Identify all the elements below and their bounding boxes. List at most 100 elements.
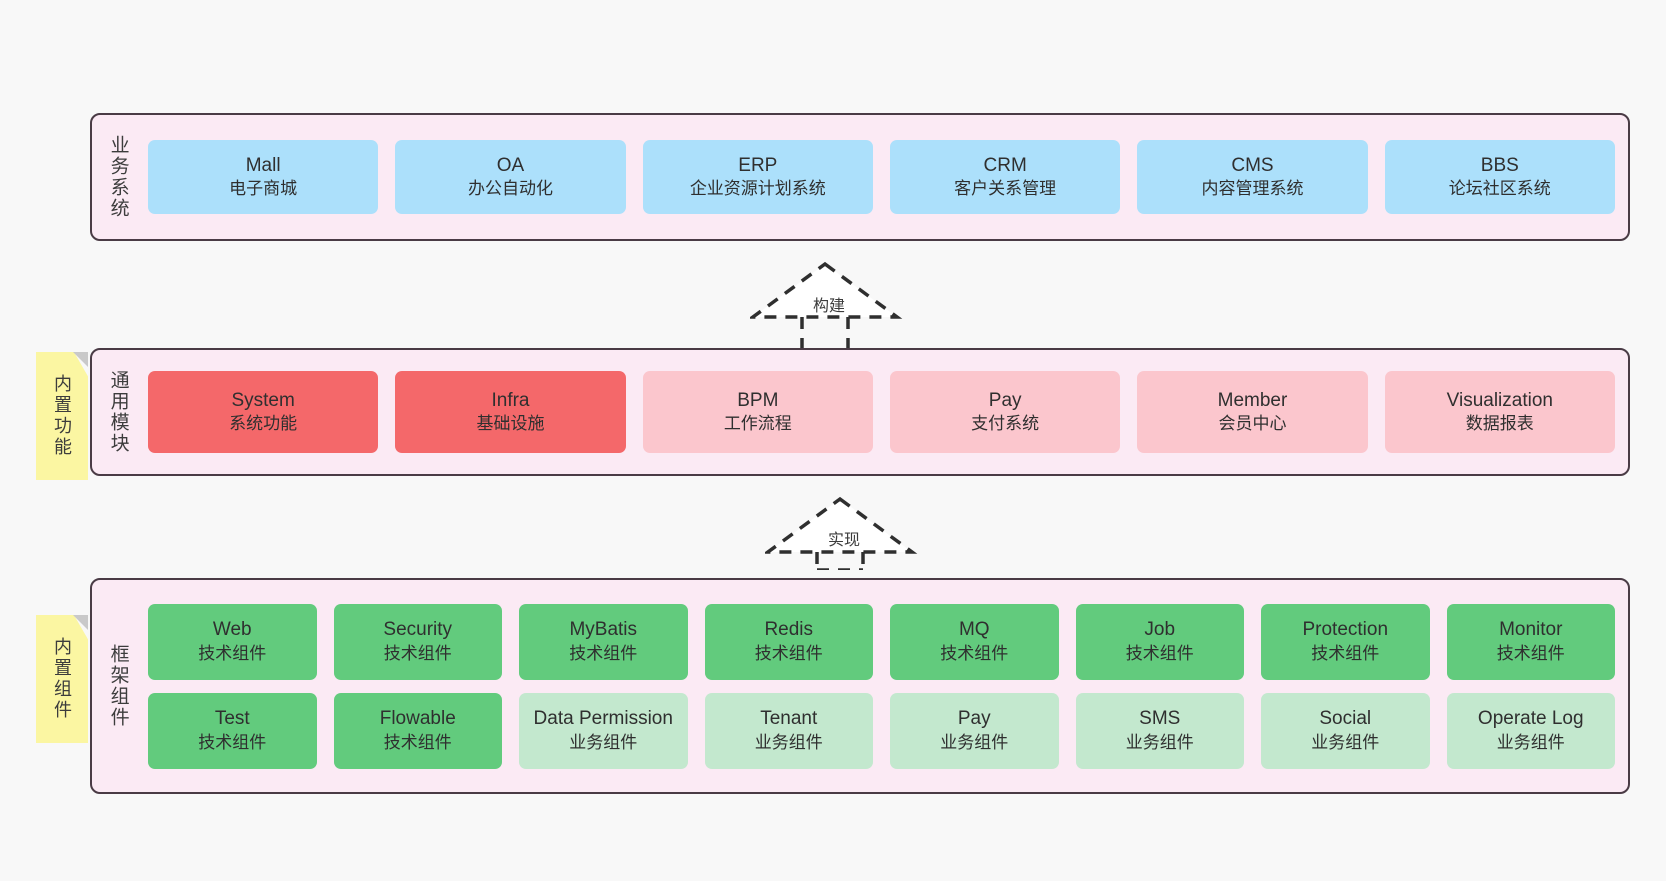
card-subtitle: 业务组件 [1311, 732, 1380, 752]
card-title: Social [1319, 708, 1372, 730]
card-subtitle: 业务组件 [754, 732, 823, 752]
card-protection[interactable]: Protection 技术组件 [1261, 603, 1430, 680]
card-subtitle: 办公自动化 [467, 179, 553, 199]
card-erp[interactable]: ERP 企业资源计划系统 [642, 140, 873, 214]
card-title: CMS [1231, 154, 1274, 176]
card-social[interactable]: Social 业务组件 [1261, 692, 1430, 769]
card-title: MyBatis [569, 619, 638, 641]
layer-title-common-module: 通用模块 [107, 370, 129, 454]
card-title: Pay [988, 389, 1022, 411]
card-title: CRM [983, 154, 1027, 176]
card-subtitle: 基础设施 [476, 414, 545, 434]
card-sms[interactable]: SMS 业务组件 [1075, 692, 1244, 769]
sticky-note-builtin-component-wrap: 内置组件 [36, 615, 88, 743]
card-subtitle: 会员中心 [1218, 414, 1287, 434]
card-subtitle: 技术组件 [1125, 643, 1194, 663]
card-subtitle: 技术组件 [383, 732, 452, 752]
card-oa[interactable]: OA 办公自动化 [395, 140, 626, 214]
card-title: BPM [737, 389, 779, 411]
card-title: Tenant [760, 708, 818, 730]
layer-common-module: 通用模块 System 系统功能 Infra 基础设施 BPM 工作流程 Pay… [90, 348, 1630, 476]
card-row: Web 技术组件 Security 技术组件 MyBatis 技术组件 Redi… [148, 603, 1615, 680]
sticky-note-builtin-feature: 内置功能 [36, 352, 88, 480]
card-web[interactable]: Web 技术组件 [148, 603, 317, 680]
layer-title-framework-component: 框架组件 [107, 644, 129, 728]
card-tenant[interactable]: Tenant 业务组件 [704, 692, 873, 769]
card-title: Security [383, 619, 453, 641]
card-pay[interactable]: Pay 支付系统 [889, 371, 1121, 453]
card-subtitle: 业务组件 [569, 732, 638, 752]
card-title: Job [1144, 619, 1176, 641]
card-title: Flowable [379, 708, 456, 730]
sticky-note-builtin-feature-wrap: 内置功能 [36, 352, 88, 480]
card-title: Data Permission [533, 708, 673, 730]
card-row: Mall 电子商城 OA 办公自动化 ERP 企业资源计划系统 CRM 客户关系… [148, 140, 1615, 214]
card-subtitle: 企业资源计划系统 [689, 179, 826, 199]
card-subtitle: 技术组件 [1496, 643, 1565, 663]
layer-body-framework-component: Web 技术组件 Security 技术组件 MyBatis 技术组件 Redi… [144, 580, 1628, 792]
card-title: MQ [958, 619, 990, 641]
layer-title-business-system: 业务系统 [107, 135, 129, 219]
note-fold-icon [73, 615, 88, 630]
card-row: Test 技术组件 Flowable 技术组件 Data Permission … [148, 692, 1615, 769]
card-flowable[interactable]: Flowable 技术组件 [333, 692, 502, 769]
card-infra[interactable]: Infra 基础设施 [395, 371, 626, 453]
layer-business-system: 业务系统 Mall 电子商城 OA 办公自动化 ERP 企业资源计划系统 CRM… [90, 113, 1630, 241]
card-mybatis[interactable]: MyBatis 技术组件 [519, 603, 688, 680]
card-title: Visualization [1446, 389, 1553, 411]
card-title: Pay [957, 708, 991, 730]
card-subtitle: 业务组件 [1125, 732, 1194, 752]
arrow-stem [815, 552, 865, 570]
card-subtitle: 技术组件 [1311, 643, 1380, 663]
card-subtitle: 技术组件 [198, 643, 267, 663]
card-title: ERP [738, 154, 778, 176]
card-member[interactable]: Member 会员中心 [1137, 371, 1368, 453]
card-visualization[interactable]: Visualization 数据报表 [1384, 371, 1615, 453]
layer-body-business-system: Mall 电子商城 OA 办公自动化 ERP 企业资源计划系统 CRM 客户关系… [144, 115, 1628, 239]
card-title: Test [214, 708, 250, 730]
card-pay-component[interactable]: Pay 业务组件 [890, 692, 1059, 769]
card-job[interactable]: Job 技术组件 [1075, 603, 1244, 680]
card-title: Protection [1302, 619, 1389, 641]
sticky-note-label: 内置功能 [52, 374, 72, 458]
card-system[interactable]: System 系统功能 [148, 371, 379, 453]
card-title: OA [496, 154, 525, 176]
card-subtitle: 支付系统 [971, 414, 1040, 434]
card-subtitle: 论坛社区系统 [1448, 179, 1551, 199]
arrow-label-implement: 实现 [828, 532, 861, 549]
card-test[interactable]: Test 技术组件 [148, 692, 317, 769]
card-title: System [231, 389, 295, 411]
card-mall[interactable]: Mall 电子商城 [148, 140, 379, 214]
arrow-label-build: 构建 [813, 298, 846, 315]
card-subtitle: 工作流程 [723, 414, 792, 434]
card-redis[interactable]: Redis 技术组件 [704, 603, 873, 680]
layer-body-common-module: System 系统功能 Infra 基础设施 BPM 工作流程 Pay 支付系统… [144, 350, 1628, 474]
card-crm[interactable]: CRM 客户关系管理 [889, 140, 1121, 214]
card-title: Operate Log [1477, 708, 1584, 730]
card-subtitle: 业务组件 [940, 732, 1009, 752]
note-fold-icon [73, 352, 88, 367]
card-security[interactable]: Security 技术组件 [333, 603, 502, 680]
card-subtitle: 系统功能 [229, 414, 298, 434]
card-mq[interactable]: MQ 技术组件 [890, 603, 1059, 680]
card-title: Web [212, 619, 252, 641]
card-data-permission[interactable]: Data Permission 业务组件 [519, 692, 688, 769]
card-monitor[interactable]: Monitor 技术组件 [1446, 603, 1615, 680]
card-title: SMS [1139, 708, 1181, 730]
sticky-note-builtin-component: 内置组件 [36, 615, 88, 743]
sticky-note-label: 内置组件 [52, 637, 72, 721]
card-subtitle: 技术组件 [754, 643, 823, 663]
card-title: Redis [764, 619, 814, 641]
card-subtitle: 电子商城 [229, 179, 298, 199]
card-subtitle: 技术组件 [198, 732, 267, 752]
card-bpm[interactable]: BPM 工作流程 [642, 371, 873, 453]
layer-framework-component: 框架组件 Web 技术组件 Security 技术组件 MyBatis 技术组件… [90, 578, 1630, 794]
card-subtitle: 内容管理系统 [1201, 179, 1304, 199]
arrow-stem [800, 317, 850, 350]
card-title: BBS [1480, 154, 1519, 176]
card-bbs[interactable]: BBS 论坛社区系统 [1384, 140, 1615, 214]
card-subtitle: 技术组件 [383, 643, 452, 663]
card-cms[interactable]: CMS 内容管理系统 [1137, 140, 1368, 214]
card-operate-log[interactable]: Operate Log 业务组件 [1446, 692, 1615, 769]
